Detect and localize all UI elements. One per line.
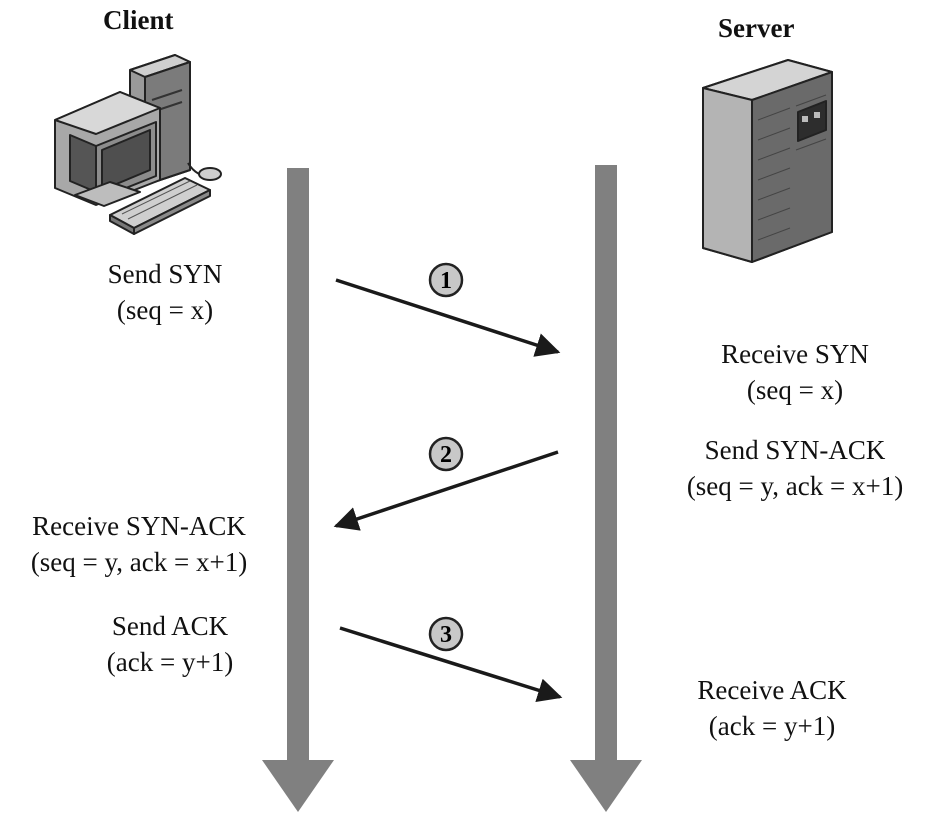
label-line: Receive SYN xyxy=(721,339,869,369)
server-timeline xyxy=(570,165,642,812)
receive-syn-label: Receive SYN (seq = x) xyxy=(680,336,910,408)
send-syn-ack-label: Send SYN-ACK (seq = y, ack = x+1) xyxy=(666,432,924,504)
label-line: (seq = y, ack = x+1) xyxy=(30,547,248,577)
ack-arrow xyxy=(339,626,563,703)
client-title: Client xyxy=(103,5,174,35)
receive-syn-ack-label: Receive SYN-ACK (seq = y, ack = x+1) xyxy=(4,508,274,580)
receive-ack-label: Receive ACK (ack = y+1) xyxy=(672,672,872,744)
server-tower-icon xyxy=(702,59,833,263)
label-line: Send ACK xyxy=(111,611,229,641)
label-line: Send SYN-ACK xyxy=(704,435,886,465)
send-ack-label: Send ACK (ack = y+1) xyxy=(70,608,270,680)
client-timeline xyxy=(262,168,334,812)
step-1-badge: 1 xyxy=(428,262,464,298)
desktop-computer-icon xyxy=(54,54,222,235)
server-title: Server xyxy=(718,13,795,43)
label-line: Send SYN xyxy=(107,259,223,289)
syn-arrow xyxy=(335,278,561,357)
send-syn-label: Send SYN (seq = x) xyxy=(60,256,270,328)
label-line: (seq = y, ack = x+1) xyxy=(686,471,904,501)
label-line: (seq = x) xyxy=(746,375,844,405)
label-line: (ack = y+1) xyxy=(106,647,234,677)
step-3-badge: 3 xyxy=(428,616,464,652)
syn-ack-arrow xyxy=(333,450,559,531)
label-line: (ack = y+1) xyxy=(708,711,836,741)
svg-text:1: 1 xyxy=(440,268,452,294)
step-2-badge: 2 xyxy=(428,436,464,472)
label-line: Receive SYN-ACK xyxy=(32,511,246,541)
label-line: (seq = x) xyxy=(116,295,214,325)
svg-text:2: 2 xyxy=(440,442,452,468)
svg-text:3: 3 xyxy=(440,622,452,648)
label-line: Receive ACK xyxy=(697,675,847,705)
